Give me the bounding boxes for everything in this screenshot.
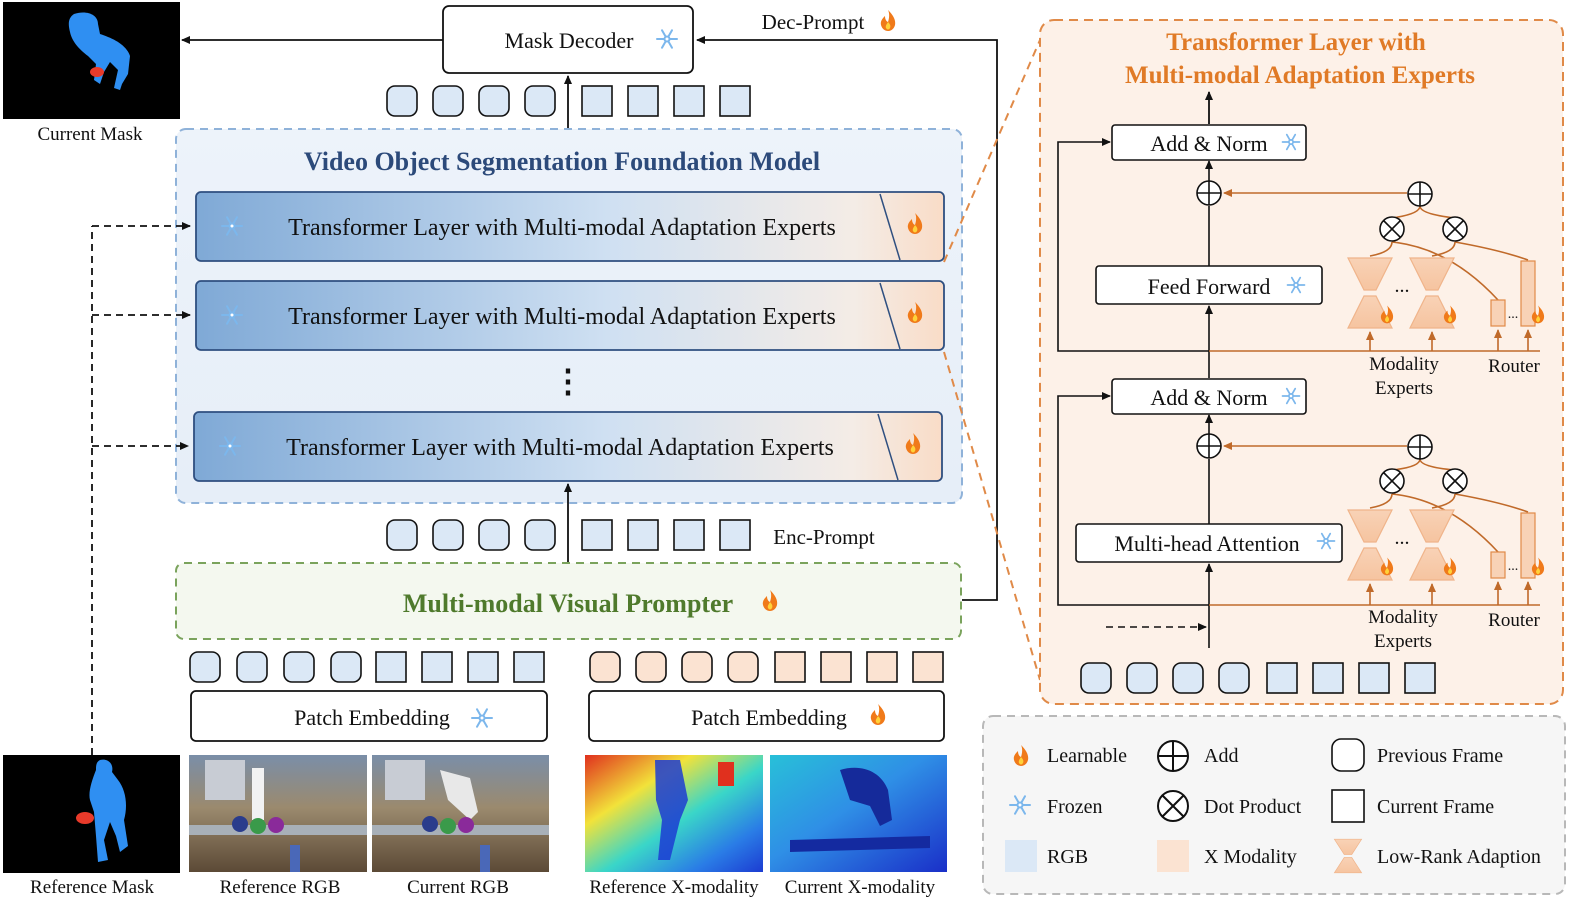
visual-prompter-box (175, 562, 962, 640)
enc-prompt-label: Enc-Prompt (773, 525, 875, 549)
dot-product-icon (1379, 468, 1405, 494)
vos-title: Video Object Segmentation Foundation Mod… (304, 147, 820, 176)
current-rgb-image (372, 755, 549, 872)
reference-x-modality-label: Reference X-modality (589, 877, 759, 898)
zoom-connector-bottom (943, 351, 1041, 681)
router-bar (1520, 260, 1536, 327)
router-dots: ... (1508, 559, 1519, 574)
legend-previous-frame: Previous Frame (1377, 745, 1503, 767)
multi-head-attention-label: Multi-head Attention (1114, 531, 1299, 556)
current-x-modality-label: Current X-modality (785, 877, 936, 898)
router-bar (1490, 551, 1506, 579)
expert-panel-box (1039, 19, 1564, 705)
expert-input-token-row (1080, 662, 1436, 694)
previous-frame-icon (1331, 738, 1365, 772)
dot-product-icon (1379, 216, 1405, 242)
reference-mask-label: Reference Mask (30, 877, 154, 898)
reference-x-modality-image (585, 755, 763, 872)
legend-add: Add (1204, 745, 1238, 767)
modality-experts-label-line1: Modality (1369, 354, 1439, 375)
encoder-token-row (386, 519, 751, 551)
current-mask-image (3, 2, 180, 119)
transformer-layer-1 (195, 191, 945, 262)
modality-experts-label-line2: Experts (1375, 378, 1433, 399)
dec-prompt-arrow (696, 36, 998, 601)
router-bar (1490, 299, 1506, 327)
patch-embedding-rgb-box (190, 690, 548, 742)
add-icon (1407, 181, 1433, 207)
router-label: Router (1488, 356, 1540, 377)
expert-dots: ... (1395, 527, 1410, 549)
transformer-layer-n (193, 411, 943, 482)
add-icon (1196, 433, 1222, 459)
add-icon (1157, 740, 1189, 772)
skip-connection-top (1057, 138, 1209, 352)
transformer-layer-1-label: Transformer Layer with Multi-modal Adapt… (288, 215, 836, 241)
dot-product-icon (1442, 216, 1468, 242)
rgb-swatch (1005, 840, 1037, 872)
modality-experts-label-line1: Modality (1368, 607, 1438, 628)
modality-experts-label-line2: Experts (1374, 631, 1432, 652)
reference-rgb-label: Reference RGB (220, 877, 341, 898)
router-label: Router (1488, 610, 1540, 631)
router-dots: ... (1508, 307, 1519, 322)
transformer-layer-2 (195, 280, 945, 351)
x-modality-token-row (589, 651, 944, 683)
add-icon (1196, 180, 1222, 206)
feed-forward-label: Feed Forward (1148, 274, 1271, 299)
current-rgb-label: Current RGB (407, 877, 509, 898)
feed-forward-box (1095, 265, 1323, 305)
transformer-layer-n-label: Transformer Layer with Multi-modal Adapt… (286, 435, 834, 461)
legend-low-rank-adaption: Low-Rank Adaption (1377, 846, 1541, 868)
legend-box (982, 715, 1566, 895)
legend-frozen: Frozen (1047, 796, 1103, 818)
patch-embedding-rgb-label: Patch Embedding (294, 705, 450, 730)
patch-embedding-x-label: Patch Embedding (691, 705, 847, 730)
legend-learnable: Learnable (1047, 745, 1127, 767)
legend-x-modality: X Modality (1204, 846, 1297, 868)
dot-product-icon (1442, 468, 1468, 494)
decoder-token-row (386, 85, 751, 117)
expert-dots: ... (1395, 275, 1410, 297)
legend-dot-product: Dot Product (1204, 796, 1302, 818)
add-norm-top-label: Add & Norm (1150, 131, 1267, 156)
current-frame-icon (1331, 789, 1365, 823)
router-bar (1520, 512, 1536, 579)
reference-rgb-image (189, 755, 367, 872)
zoom-connector-top (943, 39, 1041, 263)
dec-prompt-label: Dec-Prompt (762, 10, 865, 34)
skip-connection-bottom (1057, 392, 1209, 606)
legend-rgb: RGB (1047, 846, 1088, 868)
mask-decoder-label: Mask Decoder (505, 28, 635, 53)
visual-prompter-title: Multi-modal Visual Prompter (403, 589, 733, 618)
expert-panel-title-line1: Transformer Layer with (1166, 29, 1426, 56)
current-mask-label: Current Mask (37, 124, 143, 145)
current-x-modality-image (770, 755, 947, 872)
layer-ellipsis: ⋮ (552, 363, 584, 399)
patch-embedding-x-box (588, 690, 945, 742)
transformer-layer-2-label: Transformer Layer with Multi-modal Adapt… (288, 304, 836, 330)
multi-head-attention-box (1075, 523, 1343, 563)
dot-product-icon (1157, 790, 1189, 822)
fire-icon (880, 10, 896, 31)
add-norm-bottom-label: Add & Norm (1150, 385, 1267, 410)
add-icon (1407, 434, 1433, 460)
legend-current-frame: Current Frame (1377, 796, 1494, 818)
reference-mask-connector (91, 222, 191, 755)
x-modality-swatch (1157, 840, 1189, 872)
reference-mask-image (3, 755, 180, 873)
rgb-token-row (189, 651, 545, 683)
expert-panel-title-line2: Multi-modal Adaptation Experts (1125, 62, 1475, 89)
